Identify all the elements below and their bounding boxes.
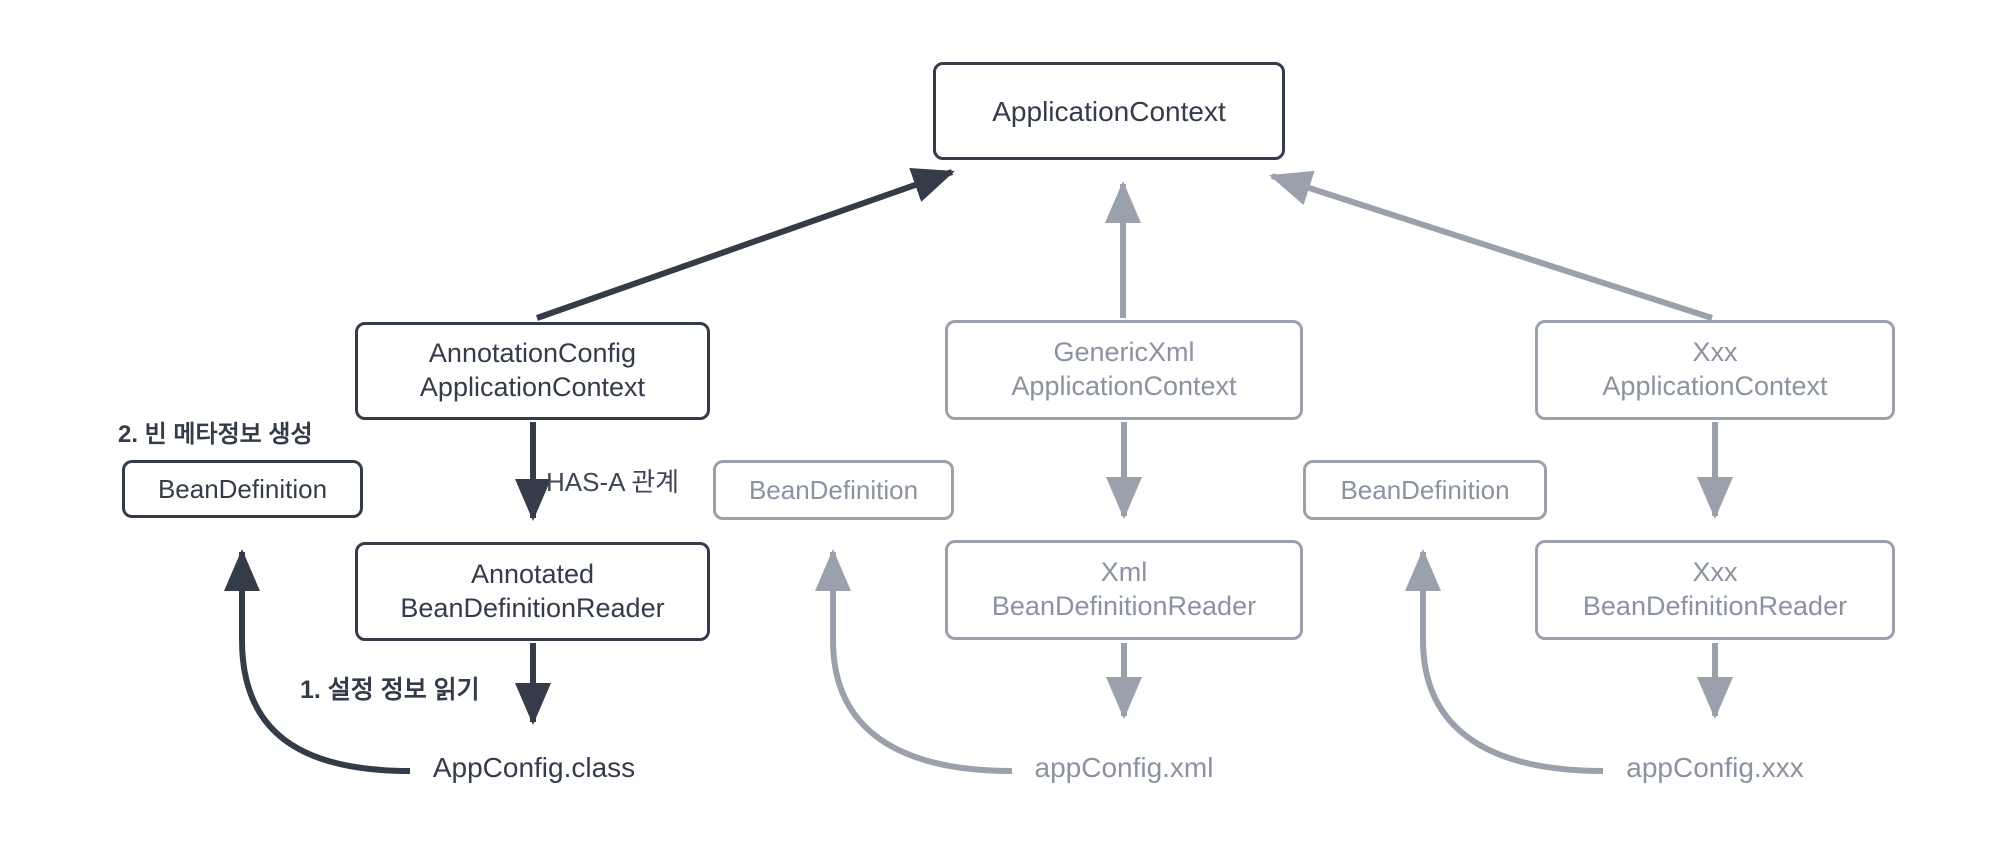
appconfig-xml-label: appConfig.xml <box>1034 752 1214 783</box>
node-label-line1: AnnotationConfig <box>428 338 637 369</box>
arrow-appconfigxml-to-beandefinition <box>815 549 1013 774</box>
arrow-appconfigclass-to-beandefinition <box>224 549 411 774</box>
appconfig-class-label: AppConfig.class <box>432 752 636 783</box>
node-xml-beandefinitionreader: Xml BeanDefinitionReader <box>945 540 1303 640</box>
node-label-line2: BeanDefinitionReader <box>991 591 1257 621</box>
node-label-line1: Annotated <box>470 558 595 589</box>
node-genericxml-applicationcontext: GenericXml ApplicationContext <box>945 320 1303 420</box>
appconfig-xxx-label: appConfig.xxx <box>1626 752 1804 783</box>
node-label-line1: Xxx <box>1692 337 1738 368</box>
node-label: ApplicationContext <box>992 95 1226 127</box>
node-xxx-applicationcontext: Xxx ApplicationContext <box>1535 320 1895 420</box>
node-beandefinition-right: BeanDefinition <box>1303 460 1547 520</box>
node-label-line1: GenericXml <box>1053 337 1195 368</box>
node-label-line2: ApplicationContext <box>1602 371 1828 401</box>
node-xxx-beandefinitionreader: Xxx BeanDefinitionReader <box>1535 540 1895 640</box>
node-label-line2: ApplicationContext <box>1011 371 1237 401</box>
has-a-label: HAS-A 관계 <box>546 467 680 497</box>
arrow-xxxcontext-to-root <box>1269 170 1713 321</box>
arrow-annotationconfig-to-root <box>536 167 955 321</box>
arrow-appconfigxxx-to-beandefinition <box>1405 549 1604 774</box>
node-annotated-beandefinitionreader: Annotated BeanDefinitionReader <box>355 542 710 641</box>
node-label: BeanDefinition <box>1340 474 1510 505</box>
node-label-line1: Xml <box>1100 557 1148 588</box>
node-annotationconfig-applicationcontext: AnnotationConfig ApplicationContext <box>355 322 710 420</box>
node-label-line1: Xxx <box>1692 557 1738 588</box>
node-beandefinition-left: BeanDefinition <box>122 460 363 518</box>
step1-label: 1. 설정 정보 읽기 <box>300 676 480 704</box>
node-label-line2: BeanDefinitionReader <box>400 592 665 623</box>
step2-label: 2. 빈 메타정보 생성 <box>118 421 313 448</box>
node-label: BeanDefinition <box>157 473 328 504</box>
node-label: BeanDefinition <box>748 474 919 505</box>
node-label-line2: ApplicationContext <box>419 372 646 402</box>
node-label-line2: BeanDefinitionReader <box>1582 591 1848 621</box>
node-beandefinition-middle: BeanDefinition <box>713 460 954 520</box>
node-applicationcontext: ApplicationContext <box>933 62 1285 160</box>
